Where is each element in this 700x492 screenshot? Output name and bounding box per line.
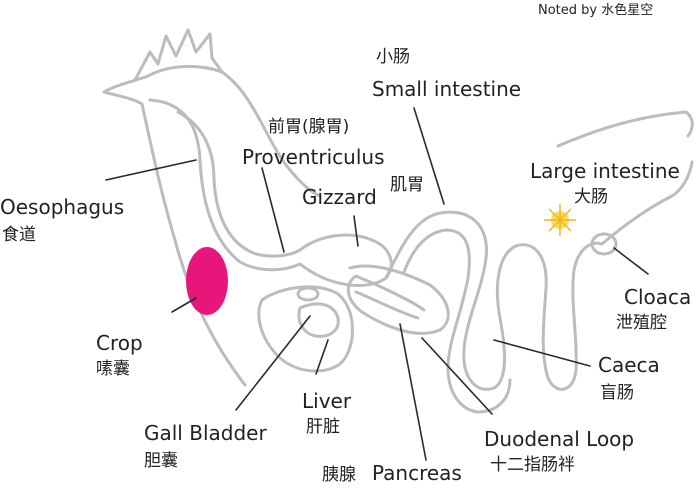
liver-outline bbox=[297, 302, 340, 338]
pointer-gall-bladder bbox=[235, 315, 311, 411]
caeca-label-zh: 盲肠 bbox=[600, 383, 634, 403]
cloaca-outline bbox=[590, 232, 618, 256]
small-intestine-label-zh: 小肠 bbox=[376, 47, 410, 67]
duodenal-loop-outline bbox=[346, 264, 450, 335]
pointer-pancreas bbox=[399, 323, 427, 461]
oesophagus-tube-inner bbox=[176, 110, 302, 258]
pointer-crop bbox=[171, 297, 197, 313]
gall-bladder-label-zh: 胆囊 bbox=[144, 451, 178, 471]
back-outline bbox=[556, 110, 694, 148]
gizzard-label: Gizzard bbox=[302, 185, 377, 209]
pointer-oesophagus bbox=[105, 159, 197, 181]
pointer-cloaca bbox=[613, 247, 649, 275]
pointer-duodenal-loop bbox=[421, 337, 493, 415]
neck-back-outline bbox=[220, 70, 322, 198]
gizzard-outline bbox=[257, 285, 354, 373]
large-intestine-outline bbox=[600, 160, 694, 246]
pointer-liver bbox=[315, 339, 329, 375]
comb-outline bbox=[133, 28, 224, 82]
small-intestine-coils bbox=[384, 210, 604, 391]
cloaca-label: Cloaca bbox=[624, 285, 692, 309]
small-intestine-coils-inner bbox=[402, 228, 512, 414]
head-outline bbox=[102, 64, 224, 106]
small-intestine-label: Small intestine bbox=[372, 77, 522, 101]
proventriculus-label: Proventriculus bbox=[242, 145, 385, 169]
pointer-gizzard bbox=[353, 215, 359, 247]
crop-blob bbox=[186, 247, 228, 315]
pointer-small-intestine bbox=[413, 107, 445, 205]
liver-label-zh: 肝脏 bbox=[306, 417, 340, 437]
pointer-proventriculus bbox=[261, 167, 285, 253]
neck-front-outline bbox=[140, 102, 247, 387]
gall-bladder-outline bbox=[296, 286, 320, 302]
proventriculus-label-zh: 前胃(腺胃) bbox=[268, 117, 350, 137]
pancreas-label: Pancreas bbox=[372, 461, 462, 485]
gizzard-label-zh: 肌胃 bbox=[390, 175, 424, 195]
credit-text: Noted by 水色星空 bbox=[538, 3, 654, 18]
caeca-label: Caeca bbox=[598, 353, 660, 377]
pointer-caeca bbox=[493, 339, 591, 367]
duodenal-loop-label: Duodenal Loop bbox=[484, 427, 635, 451]
oesophagus-label: Oesophagus bbox=[0, 195, 125, 219]
proventriculus-outline bbox=[298, 233, 393, 287]
gall-bladder-label: Gall Bladder bbox=[144, 421, 267, 445]
crop-label-zh: 嗉囊 bbox=[96, 359, 130, 379]
duodenal-loop-label-zh: 十二指肠袢 bbox=[490, 455, 575, 475]
cloaca-label-zh: 泄殖腔 bbox=[616, 313, 667, 333]
large-intestine-label-zh: 大肠 bbox=[574, 187, 608, 207]
oesophagus-label-zh: 食道 bbox=[2, 225, 36, 245]
liver-label: Liver bbox=[302, 389, 352, 413]
pancreas-outline bbox=[354, 290, 420, 320]
pancreas-label-zh: 胰腺 bbox=[322, 465, 356, 485]
crop-label: Crop bbox=[96, 331, 143, 355]
sparkle-icon bbox=[544, 204, 576, 236]
large-intestine-label: Large intestine bbox=[530, 159, 680, 183]
